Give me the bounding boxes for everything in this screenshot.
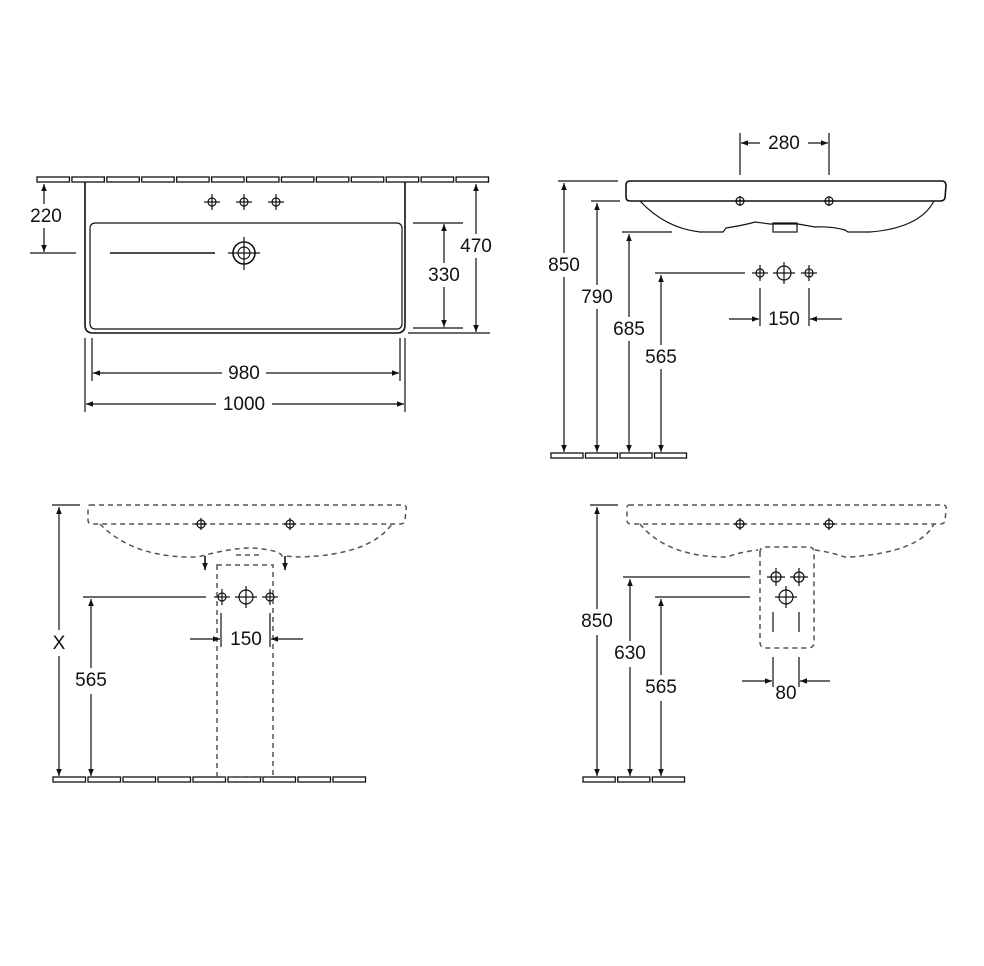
crosshair-icon	[773, 262, 795, 284]
dimension-330: 330	[428, 265, 460, 286]
crosshair-icon	[268, 194, 284, 210]
tile	[227, 776, 262, 783]
tile	[141, 176, 175, 183]
dimension-685: 685	[613, 319, 645, 340]
tile	[420, 176, 455, 183]
tile	[550, 452, 584, 459]
tile	[297, 776, 332, 783]
tile	[157, 776, 192, 783]
supply-points	[214, 586, 278, 608]
crosshair-icon	[823, 518, 835, 530]
tile	[350, 176, 385, 183]
crosshair-icon	[790, 568, 808, 586]
tile	[619, 452, 653, 459]
dimension-850: 850	[548, 255, 580, 276]
tile	[192, 776, 227, 783]
dimension-280: 280	[768, 133, 800, 154]
tile	[71, 176, 105, 183]
basin-rim	[625, 180, 947, 202]
tap-holes	[204, 194, 284, 210]
dimension-565: 565	[645, 677, 677, 698]
tile	[315, 176, 350, 183]
fixing-holes	[734, 518, 835, 530]
tile	[245, 176, 280, 183]
supply-points	[752, 262, 817, 284]
tile	[122, 776, 157, 783]
tile	[651, 776, 686, 783]
crosshair-icon	[284, 518, 296, 530]
tile	[332, 776, 367, 783]
tile	[87, 776, 122, 783]
tile	[210, 176, 245, 183]
crosshair-icon	[236, 194, 252, 210]
tile	[36, 176, 71, 183]
fixing-holes	[735, 196, 834, 206]
crosshair-icon	[767, 568, 785, 586]
pedestal-outline	[216, 564, 274, 778]
tile	[582, 776, 616, 783]
wall-floor-tiles	[36, 176, 688, 783]
tile	[262, 776, 297, 783]
waste-outlet	[772, 222, 798, 233]
crosshair-icon	[734, 518, 746, 530]
tile	[52, 776, 87, 783]
drain-icon	[228, 237, 260, 270]
basin-outline	[84, 182, 406, 334]
front-view-semi-pedestal: 850 630 565 80	[577, 504, 947, 776]
dimension-565: 565	[75, 670, 107, 691]
basin-bowl	[89, 222, 403, 330]
crosshair-icon	[775, 586, 797, 608]
dimension-220: 220	[30, 206, 62, 227]
dimension-x: X	[53, 633, 66, 654]
crosshair-icon	[214, 589, 230, 605]
tile	[176, 176, 210, 183]
dimension-790: 790	[581, 287, 613, 308]
dimension-150: 150	[768, 309, 800, 330]
dimension-850: 850	[581, 611, 613, 632]
top-view: 220 330 470 980 1000	[28, 182, 496, 415]
tile	[106, 176, 140, 183]
front-view-wall-hung: 280 850 790 685 565 150	[544, 133, 947, 452]
tile	[455, 176, 490, 183]
crosshair-icon	[262, 589, 278, 605]
dimension-80: 80	[775, 683, 796, 704]
fixing-holes	[195, 518, 296, 530]
dimension-1000: 1000	[223, 394, 265, 415]
crosshair-icon	[195, 518, 207, 530]
crosshair-icon	[235, 586, 257, 608]
dimension-150: 150	[230, 629, 262, 650]
basin-bowl	[639, 200, 935, 233]
crosshair-icon	[801, 265, 817, 281]
crosshair-icon	[824, 196, 834, 206]
front-view-pedestal: X 565 150	[47, 504, 407, 778]
tile	[280, 176, 315, 183]
crosshair-icon	[752, 265, 768, 281]
dimension-630: 630	[614, 643, 646, 664]
tile	[584, 452, 619, 459]
dimension-470: 470	[460, 236, 492, 257]
crosshair-icon	[204, 194, 220, 210]
dimension-565: 565	[645, 347, 677, 368]
tile	[617, 776, 651, 783]
tile	[653, 452, 688, 459]
dimension-980: 980	[228, 363, 260, 384]
tile	[385, 176, 420, 183]
supply-points	[767, 568, 808, 608]
crosshair-icon	[735, 196, 745, 206]
